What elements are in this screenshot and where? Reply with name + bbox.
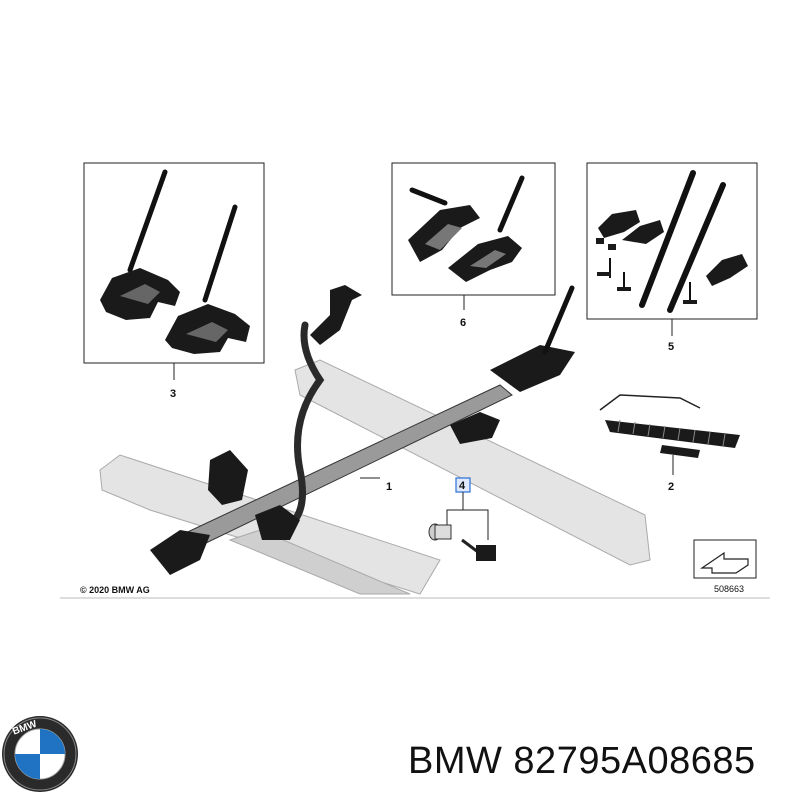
inset-box-5: 5: [586, 162, 758, 353]
callout-1: 1: [386, 481, 392, 493]
callout-3: 3: [170, 388, 176, 400]
frame-holder-right-icon: [165, 204, 250, 354]
callout-5: 5: [668, 341, 674, 353]
part-number-title: BMW 82795A08685: [408, 740, 756, 782]
wheel-holder-parts-icon: [408, 175, 525, 282]
image-code-box: 508663: [693, 539, 757, 594]
callout-6: 6: [460, 317, 466, 329]
key-icon: [461, 538, 496, 561]
lock-set-icon: 4: [428, 477, 496, 561]
bmw-logo-icon: BMW: [2, 716, 78, 792]
image-code: 508663: [714, 584, 744, 594]
lock-cylinder-icon: [428, 523, 452, 541]
bike-carrier-icon: 1: [150, 285, 575, 575]
mounting-hardware-icon: [596, 170, 748, 313]
callout-4: 4: [459, 480, 466, 492]
inset-box-6: 6: [391, 162, 556, 329]
callout-2: 2: [668, 481, 674, 493]
wheel-strap-icon: 2: [599, 394, 740, 493]
inset-box-3: 3: [83, 162, 265, 400]
copyright: © 2020 BMW AG: [80, 585, 150, 595]
frame-holder-left-icon: [100, 169, 180, 320]
